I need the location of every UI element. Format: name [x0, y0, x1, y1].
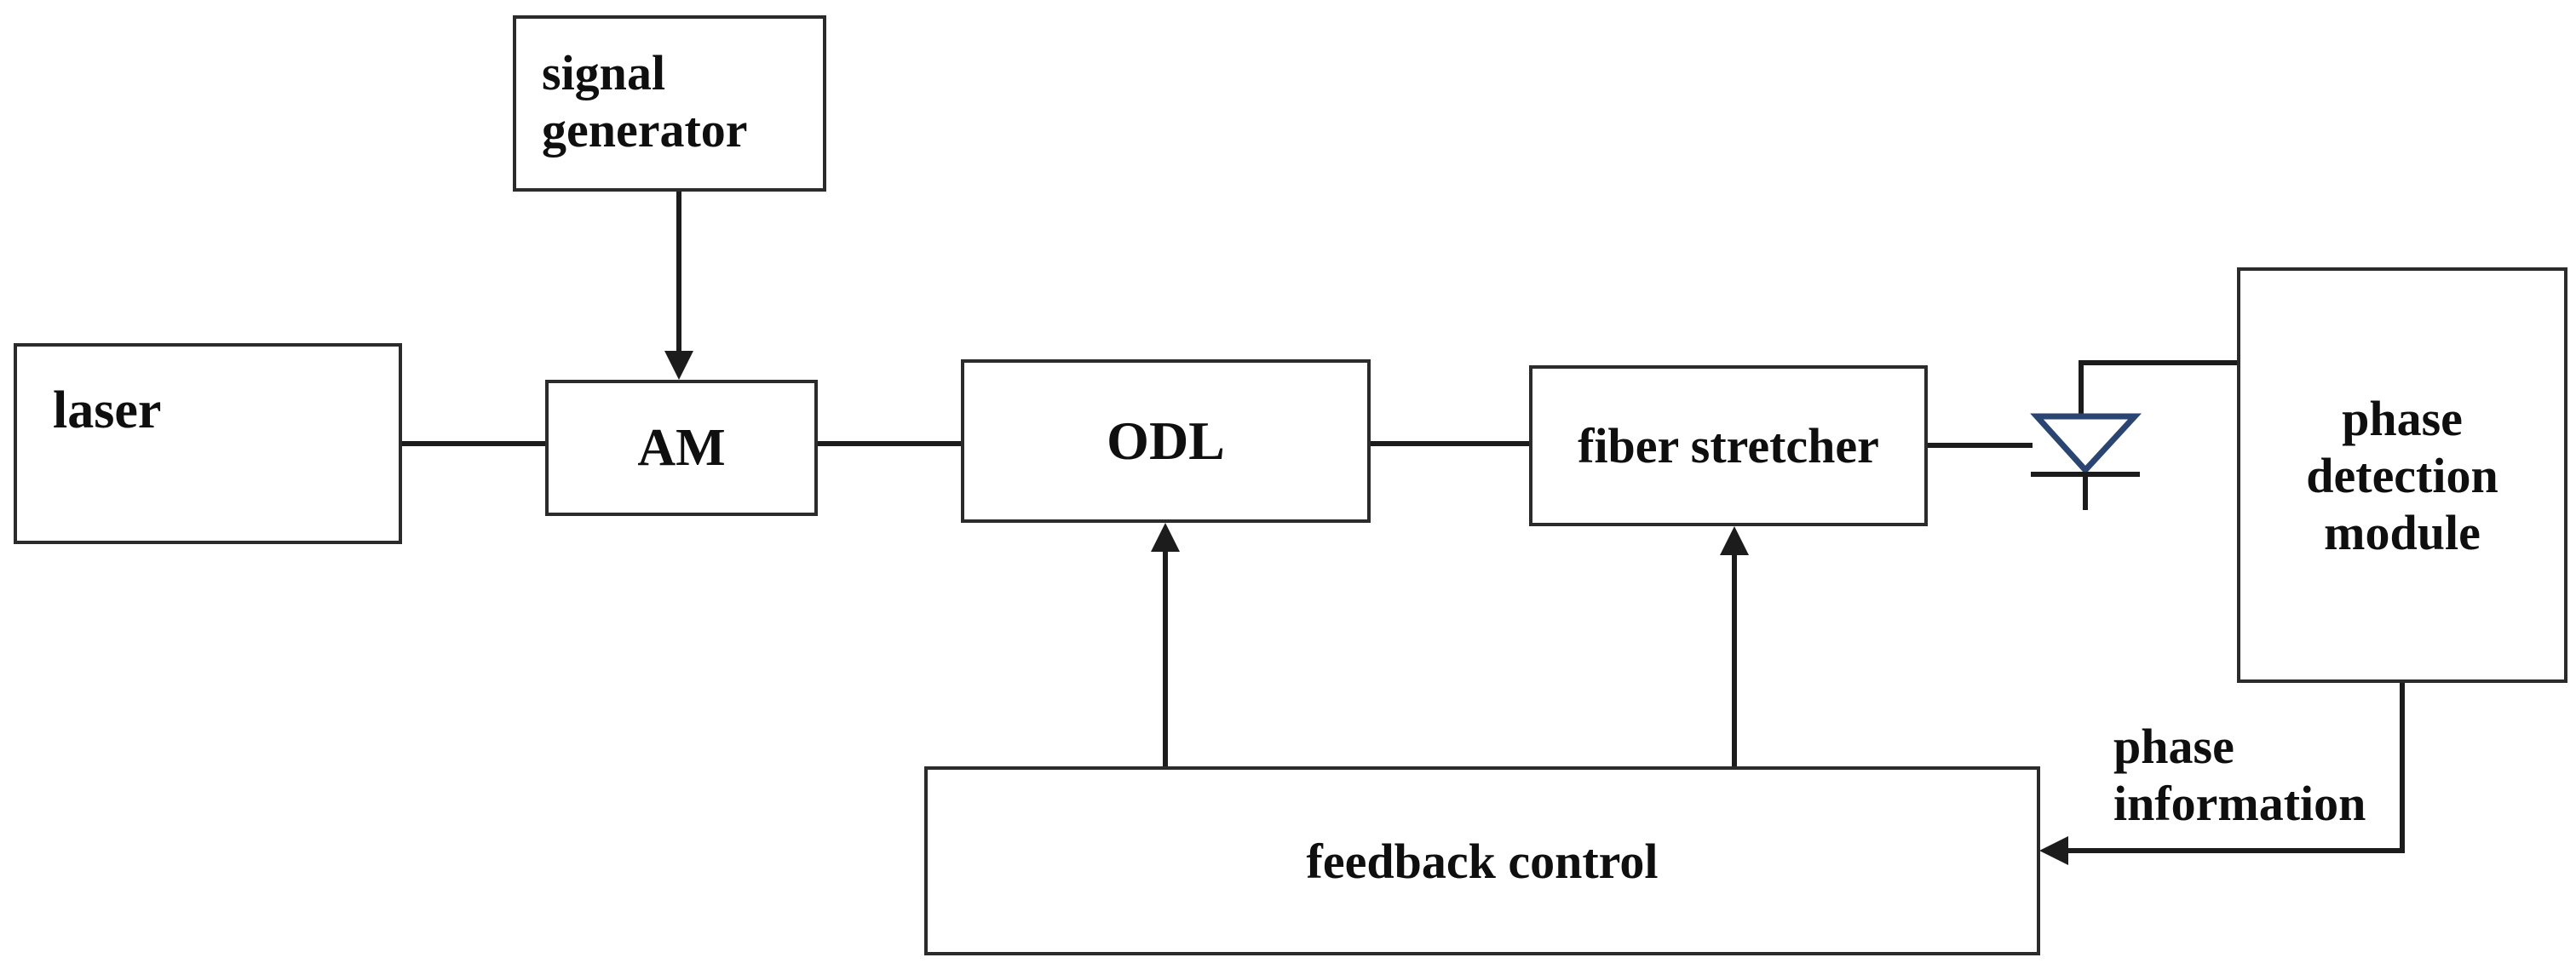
node-am-label: AM — [637, 418, 726, 477]
node-phase-detection-module-label: phase detection module — [2306, 390, 2498, 560]
edge-pdm-feedback — [2039, 683, 2405, 865]
edge-feedback-fiber-stretcher — [1720, 526, 1749, 766]
node-fiber-stretcher: fiber stretcher — [1529, 365, 1928, 526]
node-fiber-stretcher-label: fiber stretcher — [1578, 418, 1879, 473]
node-feedback-control-label: feedback control — [1306, 833, 1659, 889]
node-signal-generator: signal generator — [513, 15, 826, 192]
edge-feedback-odl — [1151, 523, 1180, 766]
node-phase-detection-module: phase detection module — [2237, 267, 2567, 683]
node-laser-label: laser — [53, 381, 162, 439]
phase-information-label: phase information — [2113, 719, 2366, 831]
node-odl: ODL — [961, 359, 1371, 523]
node-laser: laser — [14, 343, 402, 544]
edge-signal-generator-am — [664, 192, 693, 380]
node-signal-generator-label: signal generator — [542, 45, 748, 158]
photodiode-icon — [2030, 360, 2237, 510]
node-odl-label: ODL — [1107, 410, 1225, 471]
node-am: AM — [545, 380, 818, 516]
node-feedback-control: feedback control — [924, 766, 2040, 955]
